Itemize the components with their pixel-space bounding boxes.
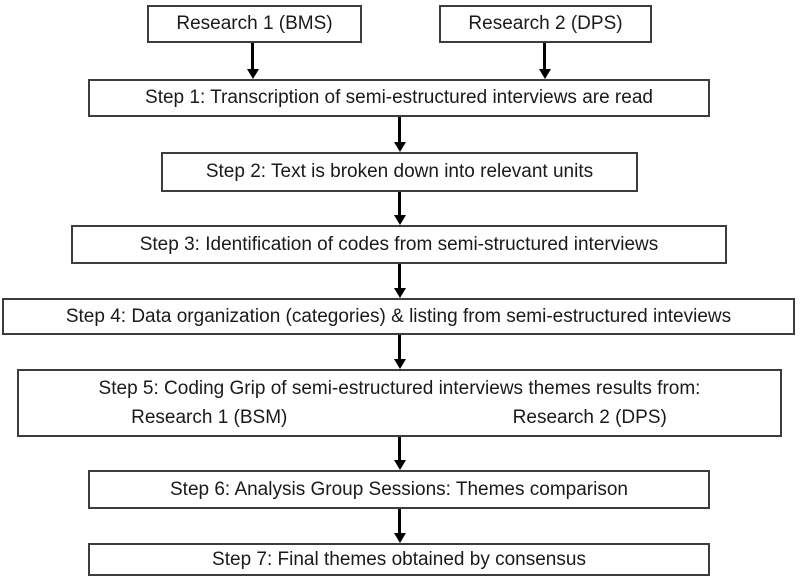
box-step-5-sub-research-2: Research 2 (DPS) <box>512 407 667 428</box>
arrow-research-1-to-step-1 <box>251 43 254 69</box>
arrow-step-3-to-step-4 <box>398 264 401 288</box>
box-research-2: Research 2 (DPS) <box>439 5 652 43</box>
box-step-3: Step 3: Identification of codes from sem… <box>71 225 727 264</box>
box-research-2-label: Research 2 (DPS) <box>468 13 623 35</box>
box-step-3-label: Step 3: Identification of codes from sem… <box>139 233 659 255</box>
arrow-step-6-to-step-7 <box>398 509 401 533</box>
box-step-6-label: Step 6: Analysis Group Sessions: Themes … <box>170 478 628 500</box>
arrow-step-5-to-step-6 <box>398 437 401 460</box>
box-step-7: Step 7: Final themes obtained by consens… <box>88 543 710 576</box>
box-step-4: Step 4: Data organization (categories) &… <box>2 298 795 335</box>
box-step-5-sub-research-1: Research 1 (BSM) <box>131 407 288 428</box>
box-step-6: Step 6: Analysis Group Sessions: Themes … <box>88 470 710 509</box>
arrow-research-2-to-step-1 <box>543 43 546 69</box>
arrow-step-1-to-step-2 <box>398 117 401 142</box>
box-step-7-label: Step 7: Final themes obtained by consens… <box>212 548 586 570</box>
box-step-1: Step 1: Transcription of semi-estructure… <box>88 79 710 117</box>
box-step-2-label: Step 2: Text is broken down into relevan… <box>205 161 594 183</box>
box-step-5-subrow: Research 1 (BSM) Research 2 (DPS) <box>19 403 780 432</box>
box-step-5-label: Step 5: Coding Grip of semi-estructured … <box>98 377 701 399</box>
box-step-2: Step 2: Text is broken down into relevan… <box>161 152 638 192</box>
box-step-4-label: Step 4: Data organization (categories) &… <box>65 305 732 327</box>
box-research-1: Research 1 (BMS) <box>147 5 362 43</box>
box-research-1-label: Research 1 (BMS) <box>176 13 333 35</box>
box-step-5: Step 5: Coding Grip of semi-estructured … <box>17 369 782 437</box>
arrow-step-2-to-step-3 <box>398 192 401 215</box>
box-step-1-label: Step 1: Transcription of semi-estructure… <box>145 87 653 109</box>
arrow-step-4-to-step-5 <box>398 335 401 359</box>
